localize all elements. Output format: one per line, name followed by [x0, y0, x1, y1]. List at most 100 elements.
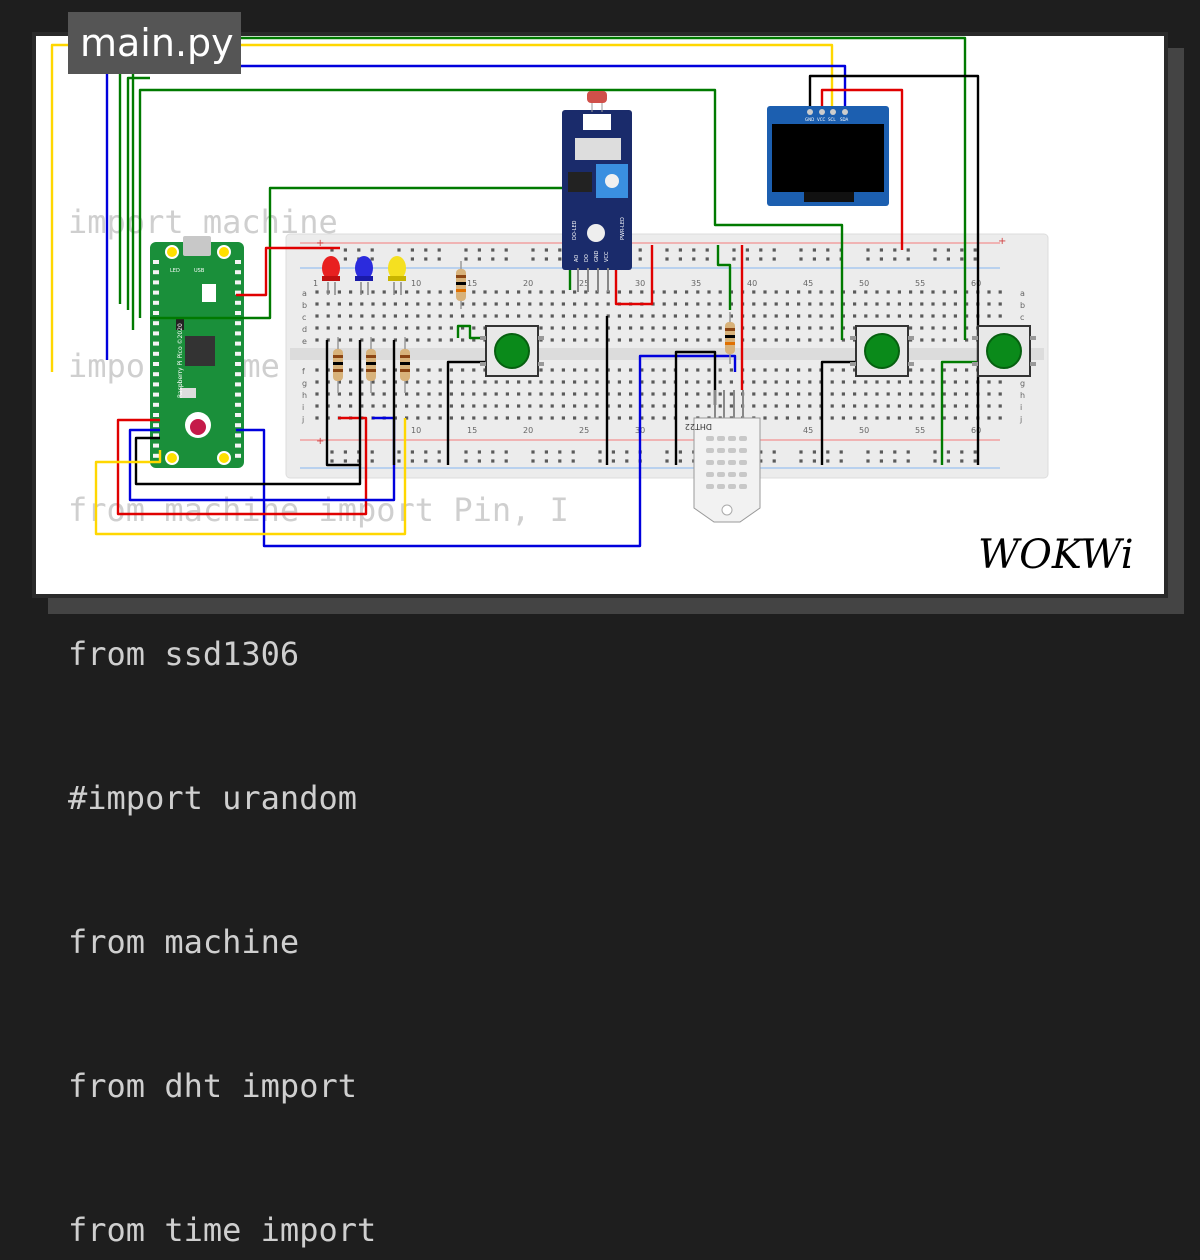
rail-plus-label-bottom: + [316, 436, 324, 447]
resistor[interactable] [400, 337, 410, 393]
pico-pins [153, 260, 241, 458]
code-line: from ssd1306 [68, 635, 300, 673]
wire-blue [236, 354, 737, 548]
code-line: from machine import Pin, I [68, 491, 569, 529]
bootsel-button[interactable] [202, 284, 216, 302]
row-label: j [301, 415, 304, 424]
comparator-chip [568, 172, 592, 192]
row-label: i [1020, 403, 1022, 412]
wire-black [674, 350, 717, 465]
dht-label: DHT22 [685, 422, 712, 431]
wire-red [614, 245, 654, 306]
photoresistor [587, 91, 607, 103]
wire-green [118, 36, 967, 340]
resistor[interactable] [333, 337, 343, 393]
wire-yellow [50, 43, 834, 372]
led-label: LED [170, 268, 180, 274]
rail-plus-label: + [316, 238, 324, 249]
row-label: h [302, 391, 307, 400]
column-label: 20 [523, 279, 533, 288]
dht-grill [706, 436, 747, 489]
column-label: 50 [859, 279, 869, 288]
wire-green [138, 88, 844, 340]
usb-label: USB [194, 268, 205, 274]
code-line: from machine [68, 923, 300, 961]
code-line: from dht import [68, 1067, 357, 1105]
raspberry-pi-pico[interactable]: USB LED Raspberry Pi Pico ©2020 [150, 236, 244, 468]
resistor[interactable] [366, 337, 376, 393]
mount-hole [165, 451, 179, 465]
row-label: c [302, 313, 306, 322]
column-label: 1 [313, 279, 318, 288]
mount-hole [165, 245, 179, 259]
row-label: b [1020, 301, 1025, 310]
column-label: 55 [915, 426, 925, 435]
column-label: 60 [971, 279, 981, 288]
debug-pads [180, 388, 196, 398]
wire-black [820, 360, 856, 465]
pin-label: AO [574, 255, 580, 262]
resistor[interactable] [725, 312, 735, 364]
wire-green [126, 76, 150, 310]
row-label: a [302, 289, 307, 298]
pin-label: GND [594, 250, 600, 262]
wire-black [446, 360, 490, 465]
module-led-label: PWR-LED [620, 217, 626, 240]
wire-red [820, 88, 904, 250]
column-labels-top: 1 10 15 20 25 30 35 40 45 50 55 60 [313, 279, 981, 288]
row-label: c [1020, 313, 1024, 322]
usb-port [183, 236, 211, 256]
column-label: 50 [859, 426, 869, 435]
resistor[interactable] [456, 261, 466, 309]
column-label: 20 [523, 426, 533, 435]
wire-yellow [94, 418, 407, 536]
circuit-diagram: + + + 1 10 15 20 25 30 35 40 45 50 55 60… [50, 36, 1134, 578]
column-label: 10 [411, 426, 421, 435]
push-button[interactable] [480, 325, 544, 377]
module-led-label: DO-LED [572, 220, 578, 240]
row-label: h [1020, 391, 1025, 400]
wires [50, 36, 980, 548]
wire-green [940, 360, 978, 465]
code-line: #import urandom [68, 779, 357, 817]
column-label: 55 [915, 279, 925, 288]
wire-green [456, 324, 490, 340]
row-label: e [302, 337, 307, 346]
oled-pin-label: VCC [817, 117, 826, 122]
oled-screen [772, 124, 884, 192]
push-button[interactable] [850, 325, 914, 377]
wire-black [134, 340, 362, 486]
rp2040-chip [185, 336, 215, 366]
row-label: j [1019, 415, 1022, 424]
oled-pin-label: SCL [828, 117, 836, 122]
row-label: g [302, 379, 307, 388]
led-blue[interactable] [355, 256, 373, 295]
column-label: 40 [747, 279, 757, 288]
column-label: 30 [635, 279, 645, 288]
led-yellow[interactable] [388, 256, 406, 295]
row-label: f [302, 367, 305, 376]
row-label: g [1020, 379, 1025, 388]
oled-pin-label: SDA [840, 117, 849, 122]
dht22-sensor[interactable]: DHT22 [685, 390, 761, 523]
wire-green [716, 245, 732, 310]
file-tab[interactable]: main.py [68, 12, 241, 74]
row-label: b [302, 301, 307, 310]
wire-red [116, 416, 368, 516]
rail-plus-label-right: + [998, 236, 1006, 247]
row-label: i [302, 403, 304, 412]
column-label: 25 [579, 426, 589, 435]
row-label: a [1020, 289, 1025, 298]
photoresistor-module[interactable]: AO DO GND VCC DO-LED PWR-LED [562, 91, 632, 292]
column-label: 15 [467, 279, 477, 288]
push-button[interactable] [972, 325, 1036, 377]
mount-hole [217, 245, 231, 259]
column-label: 25 [579, 279, 589, 288]
oled-display[interactable]: GND VCC SCL SDA [767, 106, 889, 206]
pico-board-text: Raspberry Pi Pico ©2020 [177, 323, 184, 398]
led-red[interactable] [322, 256, 340, 295]
wire-blue [128, 416, 396, 502]
wire-red [236, 246, 340, 297]
wire-green [131, 58, 150, 330]
column-label: 15 [467, 426, 477, 435]
